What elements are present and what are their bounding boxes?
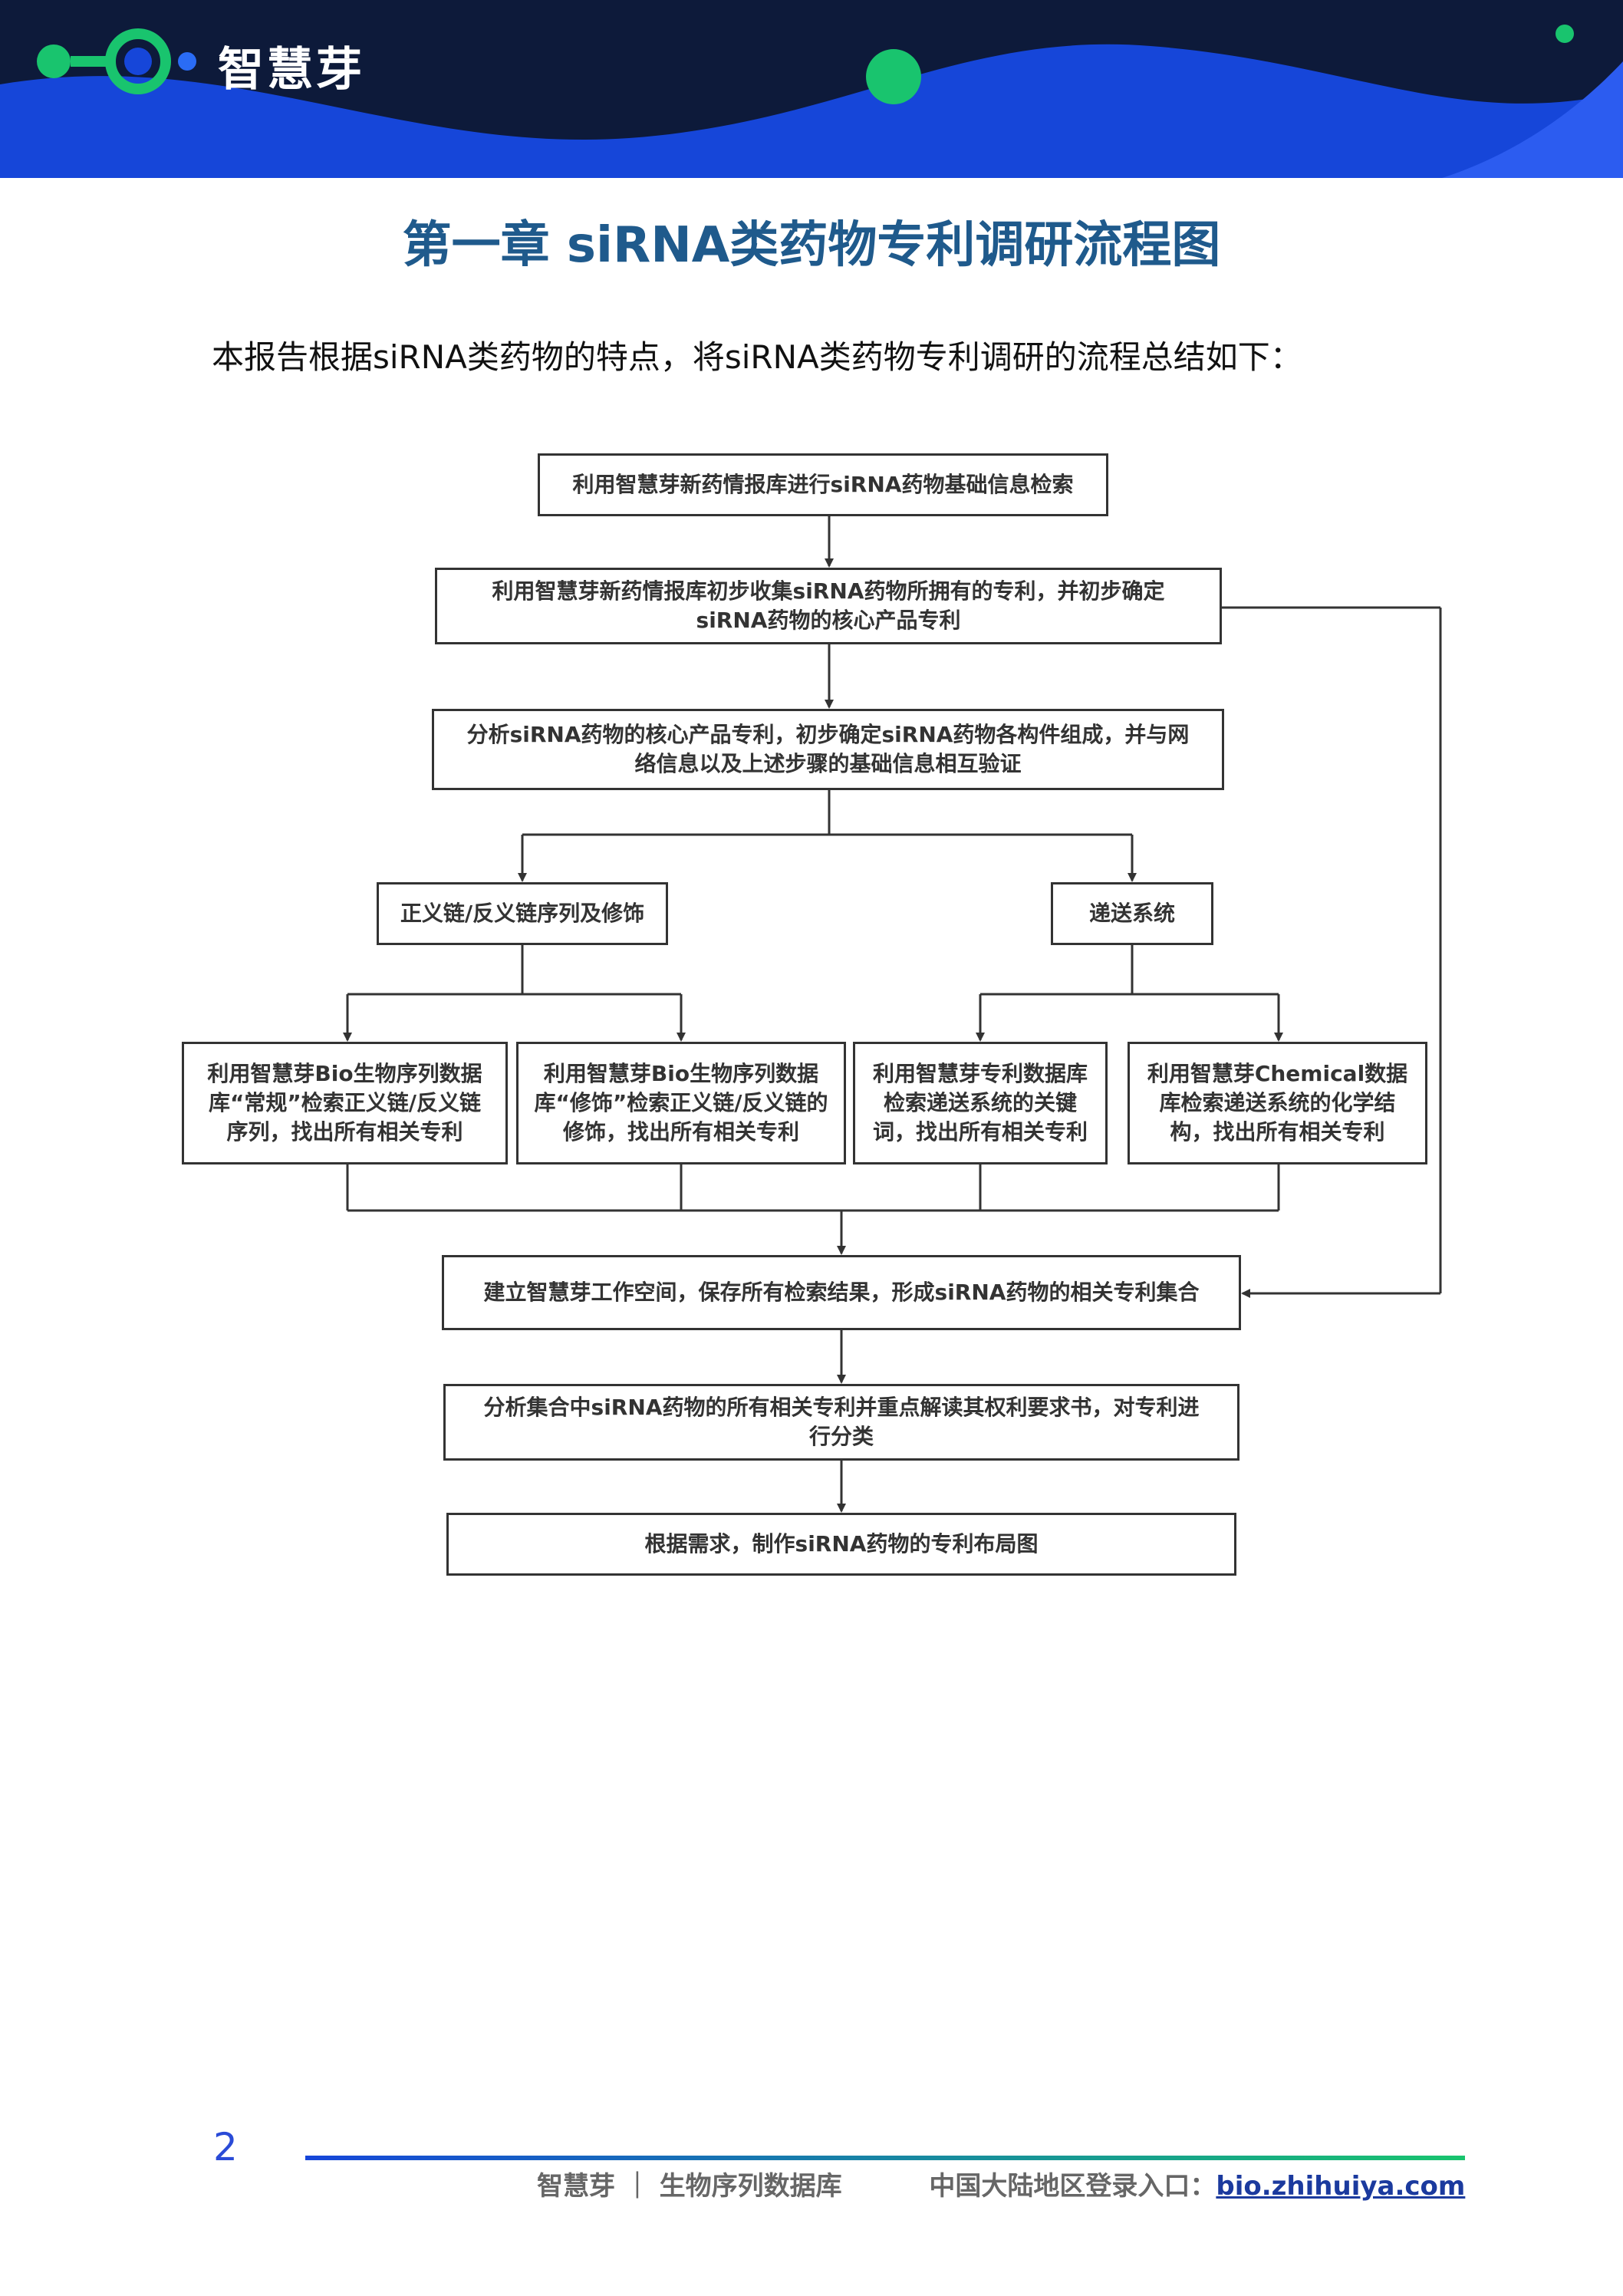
step-build-workspace: 建立智慧芽工作空间，保存所有检索结果，形成siRNA药物的相关专利集合 bbox=[442, 1255, 1241, 1330]
step-analyze-claims: 分析集合中siRNA药物的所有相关专利并重点解读其权利要求书，对专利进行分类 bbox=[443, 1384, 1239, 1461]
leaf-chemical-structure-search: 利用智慧芽Chemical数据库检索递送系统的化学结构，找出所有相关专利 bbox=[1128, 1042, 1427, 1164]
footer-text: 智慧芽 ｜ 生物序列数据库 中国大陆地区登录入口：bio.zhihuiya.co… bbox=[537, 2165, 1465, 2202]
footer-right-label: 中国大陆地区登录入口： bbox=[929, 2171, 1216, 2202]
branch-delivery-system: 递送系统 bbox=[1051, 882, 1213, 945]
header-banner bbox=[0, 0, 1623, 178]
intro-paragraph: 本报告根据siRNA类药物的特点，将siRNA类药物专利调研的流程总结如下： bbox=[212, 338, 1302, 376]
page-number: 2 bbox=[213, 2125, 238, 2169]
page-title: 第一章 siRNA类药物专利调研流程图 bbox=[402, 217, 1221, 274]
step-patent-landscape: 根据需求，制作siRNA药物的专利布局图 bbox=[446, 1513, 1236, 1576]
step-analyze-core-patents: 分析siRNA药物的核心产品专利，初步确定siRNA药物各构件组成，并与网络信息… bbox=[432, 709, 1224, 790]
leaf-bio-modification-search: 利用智慧芽Bio生物序列数据库“修饰”检索正义链/反义链的修饰，找出所有相关专利 bbox=[516, 1042, 846, 1164]
branch-sequence-modification: 正义链/反义链序列及修饰 bbox=[377, 882, 668, 945]
footer-link[interactable]: bio.zhihuiya.com bbox=[1216, 2171, 1466, 2202]
step-collect-patents: 利用智慧芽新药情报库初步收集siRNA药物所拥有的专利，并初步确定siRNA药物… bbox=[435, 568, 1222, 644]
footer-left: 智慧芽 ｜ 生物序列数据库 bbox=[537, 2171, 842, 2202]
step-basic-info-search: 利用智慧芽新药情报库进行siRNA药物基础信息检索 bbox=[538, 453, 1108, 516]
brand-name: 智慧芽 bbox=[218, 43, 365, 97]
footer-divider bbox=[305, 2156, 1465, 2160]
leaf-patent-keyword-search: 利用智慧芽专利数据库检索递送系统的关键词，找出所有相关专利 bbox=[853, 1042, 1108, 1164]
leaf-bio-regular-search: 利用智慧芽Bio生物序列数据库“常规”检索正义链/反义链序列，找出所有相关专利 bbox=[182, 1042, 508, 1164]
